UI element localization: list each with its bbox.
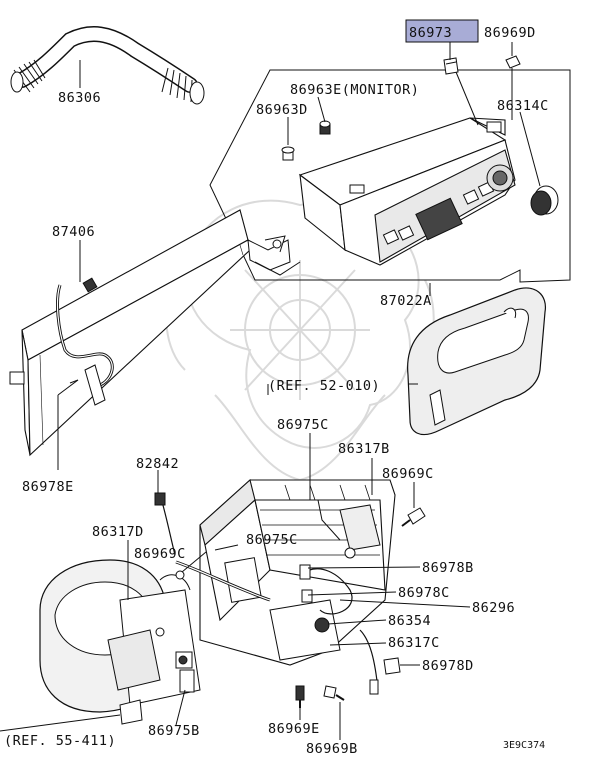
screw-86969C-right[interactable] bbox=[401, 507, 426, 527]
label-ref-55-411[interactable]: (REF. 55-411) bbox=[4, 733, 116, 749]
label-86314C[interactable]: 86314C bbox=[497, 98, 549, 114]
screw-86969E[interactable] bbox=[295, 685, 305, 708]
highlight-box-86973 bbox=[405, 19, 479, 43]
trim-bezel[interactable] bbox=[407, 287, 546, 435]
label-86963E[interactable]: 86963E(MONITOR) bbox=[290, 82, 419, 98]
diagram-code: 3E9C374 bbox=[503, 740, 545, 751]
label-86975B[interactable]: 86975B bbox=[148, 723, 200, 739]
label-86978D[interactable]: 86978D bbox=[422, 658, 474, 674]
leaders-heater bbox=[0, 433, 471, 740]
label-86969B[interactable]: 86969B bbox=[306, 741, 358, 757]
label-86975C-top[interactable]: 86975C bbox=[277, 417, 329, 433]
label-86978E[interactable]: 86978E bbox=[22, 479, 74, 495]
label-86978C[interactable]: 86978C bbox=[398, 585, 450, 601]
leaders-panel bbox=[287, 42, 541, 296]
leaders-condenser bbox=[57, 240, 81, 470]
label-86317B[interactable]: 86317B bbox=[338, 441, 390, 457]
label-87022A[interactable]: 87022A bbox=[380, 293, 432, 309]
clip-86973[interactable] bbox=[443, 57, 459, 75]
label-86969C-left[interactable]: 86969C bbox=[134, 546, 186, 562]
screw-86969C-left[interactable] bbox=[175, 570, 185, 580]
label-86296[interactable]: 86296 bbox=[472, 600, 515, 616]
label-86978B[interactable]: 86978B bbox=[422, 560, 474, 576]
heater-unit-assembly[interactable] bbox=[175, 478, 396, 695]
label-86973[interactable]: 86973 bbox=[409, 25, 452, 41]
label-82842[interactable]: 82842 bbox=[136, 456, 179, 472]
knob-86314C[interactable] bbox=[530, 185, 559, 216]
heater-control-panel-87022A[interactable] bbox=[298, 117, 516, 266]
part-labels: 86973 86969D 86306 86963E(MONITOR) 86963… bbox=[4, 25, 549, 757]
label-ref-52-010[interactable]: (REF. 52-010) bbox=[268, 378, 380, 394]
label-86317D[interactable]: 86317D bbox=[92, 524, 144, 540]
label-86969E[interactable]: 86969E bbox=[268, 721, 320, 737]
screw-86963D[interactable] bbox=[281, 146, 295, 161]
control-panel-frame bbox=[209, 69, 571, 283]
label-86354[interactable]: 86354 bbox=[388, 613, 431, 629]
screw-86969D-top[interactable] bbox=[505, 55, 521, 69]
screw-86969B[interactable] bbox=[323, 685, 345, 701]
blower-case[interactable] bbox=[39, 492, 201, 725]
label-86963D[interactable]: 86963D bbox=[256, 102, 308, 118]
condenser-assembly[interactable] bbox=[9, 209, 301, 457]
label-86317C[interactable]: 86317C bbox=[388, 635, 440, 651]
label-86975C-mid[interactable]: 86975C bbox=[246, 532, 298, 548]
label-86969C-right[interactable]: 86969C bbox=[382, 466, 434, 482]
hose-86306[interactable] bbox=[10, 26, 205, 105]
screw-86963E[interactable] bbox=[319, 120, 331, 135]
clip-86978D[interactable] bbox=[383, 657, 401, 675]
label-86969D-top[interactable]: 86969D bbox=[484, 25, 536, 41]
label-87406[interactable]: 87406 bbox=[52, 224, 95, 240]
label-86306[interactable]: 86306 bbox=[58, 90, 101, 106]
